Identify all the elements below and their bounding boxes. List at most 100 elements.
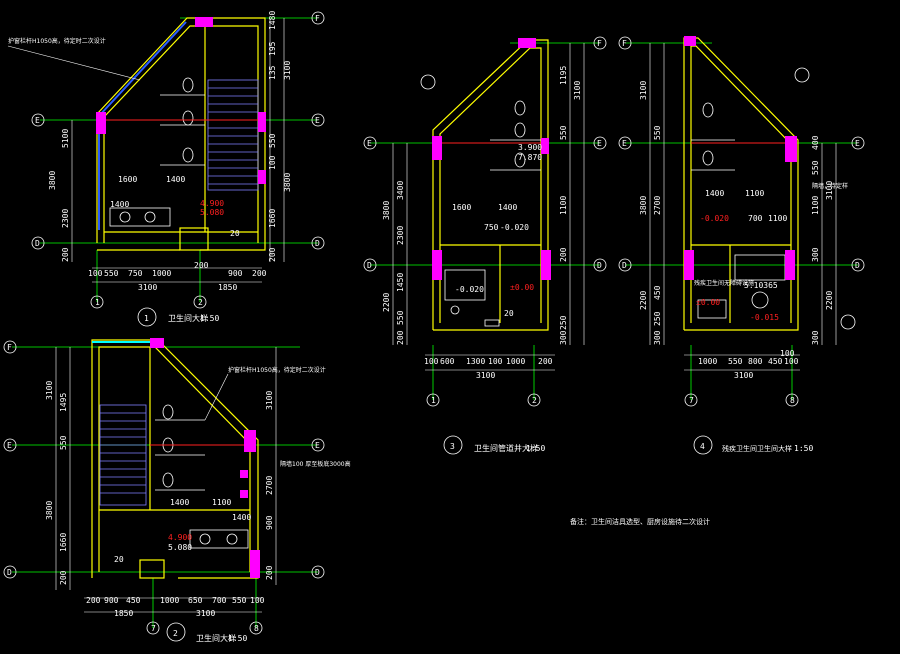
plan-3-dim-l4: 2200 bbox=[382, 293, 391, 312]
plan-3-dim-l0: 3800 bbox=[382, 201, 391, 220]
plan-4-dim-r1: 400 bbox=[811, 135, 820, 150]
plan-4-dim-r0: 3100 bbox=[825, 181, 834, 200]
plan-2-dim-l4: 1660 bbox=[59, 533, 68, 552]
remark-note: 备注：卫生间洁具选型、厨房设施待二次设计 bbox=[570, 517, 710, 526]
plan-1-dim-b1: 550 bbox=[104, 269, 119, 278]
plan-2-stair bbox=[99, 404, 147, 506]
plan-1-dim-b6: 200 bbox=[252, 269, 267, 278]
plan-3-dim-b1: 600 bbox=[440, 357, 455, 366]
plan-2-axis-E-left: E bbox=[7, 441, 12, 450]
plan-4-dim-l1: 550 bbox=[653, 125, 662, 140]
plan-3-cubicles bbox=[444, 100, 541, 327]
plan-3-bottom-dims bbox=[425, 354, 555, 371]
plan-1-dim-r2: 3100 bbox=[283, 61, 292, 80]
plan-1-note-leader bbox=[7, 45, 141, 81]
plan-3-number: 3 bbox=[450, 442, 455, 451]
plan-3-dim-r3: 1100 bbox=[559, 196, 568, 215]
plan-3-inner-3: -0.020 bbox=[455, 285, 484, 294]
plan-1-dim-b0: 100 bbox=[88, 269, 103, 278]
plan-1-axis-D-right: D bbox=[315, 239, 320, 248]
plan-4-bottom-note: 残疾卫生间无障碍设施 bbox=[694, 279, 754, 287]
plan-2-dim-r0: 3100 bbox=[265, 391, 274, 410]
plan-3-scale: 1:50 bbox=[526, 444, 545, 453]
plan-1-dim-r3: 135 bbox=[268, 65, 277, 80]
plan-2-number: 2 bbox=[173, 629, 178, 638]
plan-3-inner-5: 3.900 bbox=[518, 143, 542, 152]
plan-4-axis-F: F bbox=[622, 39, 627, 48]
plan-3-dim-b4: 1000 bbox=[506, 357, 525, 366]
plan-1-axis-E-right: E bbox=[315, 116, 320, 125]
plan-1-axis-2: 2 bbox=[198, 298, 203, 307]
plan-3-dim-r4: 200 bbox=[559, 247, 568, 262]
plan-2-dim-l0: 3100 bbox=[45, 381, 54, 400]
grid-lines bbox=[12, 17, 858, 628]
plan-2-bottom-dims bbox=[84, 597, 262, 613]
plan-3-axis-F: F bbox=[597, 39, 602, 48]
plan-4-dim-l0: 3100 bbox=[639, 81, 648, 100]
plan-2-axis-8: 8 bbox=[254, 624, 259, 633]
plan-1-axis-1: 1 bbox=[95, 298, 100, 307]
plan-2: F E D E D 7 8 2 卫生间大样 1:50 护窗栏杆H1050高，待定… bbox=[3, 338, 351, 643]
plan-2-dim-l2: 550 bbox=[59, 435, 68, 450]
plan-2-inner-4: 5.080 bbox=[168, 543, 192, 552]
plan-3-dim-b3: 100 bbox=[488, 357, 503, 366]
plan-3-dim-l6: 200 bbox=[396, 330, 405, 345]
plan-1: F E D E D 1 2 1 卫生间大样 1:50 护窗栏杆H1050高，待定… bbox=[7, 11, 325, 327]
plan-4-dim-total: 3100 bbox=[734, 371, 753, 380]
plan-2-dim-b1: 900 bbox=[104, 596, 119, 605]
plan-4-dim-l3: 2700 bbox=[653, 196, 662, 215]
plan-2-dim-b3: 1000 bbox=[160, 596, 179, 605]
plan-2-dim-b0: 200 bbox=[86, 596, 101, 605]
plan-1-columns bbox=[96, 17, 266, 184]
plan-4-dim-b1: 1000 bbox=[698, 357, 717, 366]
plan-4-dim-r6: 300 bbox=[811, 330, 820, 345]
plan-3-inner-4: ±0.00 bbox=[510, 283, 534, 292]
plan-1-dim-r8: 200 bbox=[268, 247, 277, 262]
plan-4: F E D E D 7 8 4 残疾卫生间卫生间大样 1:50 隔墙，待定样 残… bbox=[618, 36, 865, 455]
plan-2-axis-7: 7 bbox=[151, 624, 156, 633]
plan-3-title: 卫生间管道井大样 bbox=[474, 443, 538, 453]
plan-4-cubicles bbox=[691, 102, 786, 319]
plan-3-inner-8: 20 bbox=[504, 309, 514, 318]
plan-1-dim-b3: 1000 bbox=[152, 269, 171, 278]
plan-3-axis-1: 1 bbox=[431, 396, 436, 405]
plan-3-grid-bubbles bbox=[363, 36, 607, 455]
plan-1-grid-bubbles bbox=[31, 11, 325, 327]
plan-1-axis-F-right: F bbox=[315, 14, 320, 23]
plan-3-axis-D-left: D bbox=[367, 261, 372, 270]
plan-4-axis-D-left: D bbox=[622, 261, 627, 270]
plan-4-dim-b5: 100 bbox=[784, 357, 799, 366]
plan-3-axis-D-right: D bbox=[597, 261, 602, 270]
plan-4-dim-r5: 2200 bbox=[825, 291, 834, 310]
plan-2-columns bbox=[150, 338, 260, 578]
plan-3-dim-l2: 2300 bbox=[396, 226, 405, 245]
plan-1-dim-r0: 1480 bbox=[268, 11, 277, 30]
plan-2-dim-r3: 200 bbox=[265, 565, 274, 580]
plan-2-side-note: 隔墙100 厚至板底3000高 bbox=[280, 460, 351, 468]
plan-3-dim-r6: 300 bbox=[559, 330, 568, 345]
plan-2-dim-b4: 650 bbox=[188, 596, 203, 605]
plan-1-title: 卫生间大样 bbox=[168, 313, 208, 323]
plan-2-inner-1: 1100 bbox=[212, 498, 231, 507]
plan-1-dim-b5: 900 bbox=[228, 269, 243, 278]
plan-1-dim-l2: 2300 bbox=[61, 209, 70, 228]
plan-2-axis-D-left: D bbox=[7, 568, 12, 577]
plan-3-inner-7: 750 bbox=[484, 223, 499, 232]
plan-2-dim-l1: 1495 bbox=[59, 393, 68, 412]
plan-4-dim-l7: 300 bbox=[653, 330, 662, 345]
plan-3-inner-1: 1400 bbox=[498, 203, 517, 212]
plan-1-dim-r6: 3800 bbox=[283, 173, 292, 192]
plan-4-dim-l6: 250 bbox=[653, 311, 662, 326]
plan-3-dim-l3: 1450 bbox=[396, 273, 405, 292]
plan-2-inner-5: 20 bbox=[114, 555, 124, 564]
plan-1-dim-r4: 550 bbox=[268, 133, 277, 148]
plan-4-axis-E-right: E bbox=[855, 139, 860, 148]
plan-1-cubicles bbox=[109, 77, 205, 227]
plan-4-side-note: 隔墙，待定样 bbox=[812, 182, 848, 190]
plan-1-dim-l1: 3800 bbox=[48, 171, 57, 190]
plan-4-dim-b3: 800 bbox=[748, 357, 763, 366]
plan-2-dim-total-left: 1850 bbox=[114, 609, 133, 618]
plan-2-axis-F-left: F bbox=[7, 343, 12, 352]
plan-3-dim-r0: 3100 bbox=[573, 81, 582, 100]
